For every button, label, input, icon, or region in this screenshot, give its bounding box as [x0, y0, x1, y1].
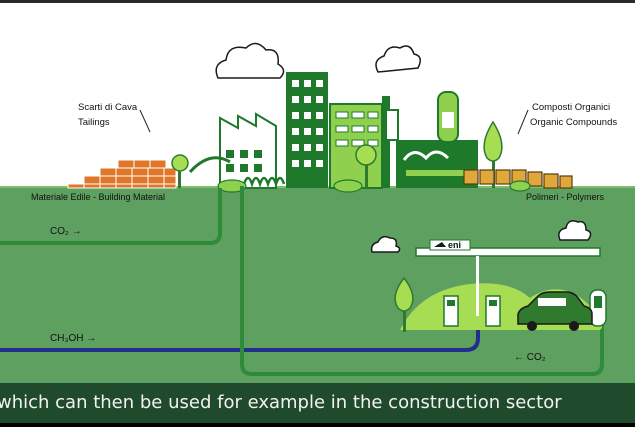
- light-green-building: [329, 96, 390, 189]
- tailings-pointer: [139, 109, 151, 133]
- methanol-pipe: [0, 300, 480, 352]
- tailings-label-en: Tailings: [78, 117, 110, 128]
- methanol-label: CH₃OH →: [50, 333, 97, 344]
- video-subtitle: which can then be used for example in th…: [0, 383, 635, 423]
- brick-pile: [67, 159, 177, 189]
- crate-pile: [463, 169, 573, 189]
- tree-icon: [483, 120, 503, 188]
- co2-bottom-label: ← CO₂: [514, 352, 546, 363]
- building-material-label: Materiale Edile - Building Material: [31, 192, 166, 202]
- cloud-icon: [370, 235, 401, 253]
- factory-building: [188, 112, 286, 189]
- station-brand-label: eni: [448, 240, 462, 250]
- tailings-label-it: Scarti di Cava: [78, 102, 138, 113]
- fuel-station: [415, 239, 607, 327]
- plant-building-with-tanks: [385, 91, 478, 188]
- co2-pipe-return: [240, 186, 604, 376]
- tree-icon: [171, 154, 189, 188]
- co2-top-label: CO₂ →: [50, 226, 82, 237]
- compounds-label-en: Organic Compounds: [530, 117, 618, 128]
- cloud-icon: [215, 42, 285, 79]
- station-logo-icon: [434, 242, 446, 247]
- car-icon: [517, 291, 593, 331]
- tree-icon: [394, 276, 414, 332]
- polymers-label: Polimeri - Polymers: [526, 192, 605, 202]
- bushes: [217, 179, 531, 193]
- compounds-pointer: [517, 109, 529, 135]
- tall-tower-building: [286, 72, 328, 188]
- tree-icon: [355, 144, 377, 188]
- compounds-label-it: Composti Organici: [532, 102, 611, 113]
- top-dark-strip: [0, 0, 635, 3]
- cloud-icon: [558, 220, 592, 241]
- co2-pipe-left: [0, 188, 222, 245]
- cloud-icon: [375, 45, 421, 73]
